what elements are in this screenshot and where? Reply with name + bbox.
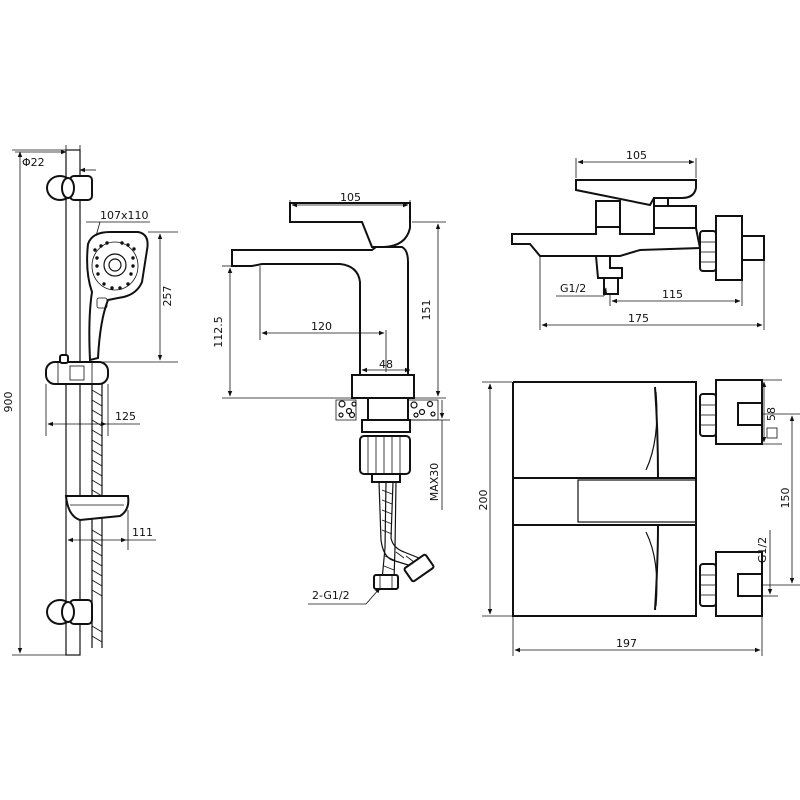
rail-tube — [65, 149, 81, 656]
centres-dimension: 150 — [762, 413, 800, 586]
basin-base — [351, 374, 415, 399]
basin-max-dimension: MAX30 — [410, 400, 450, 510]
holder-reach-label: 125 — [115, 410, 136, 423]
phi-label: Φ22 — [22, 156, 45, 169]
basin-max-label: MAX30 — [428, 463, 441, 502]
front-width-dimension: 197 — [512, 616, 763, 656]
bath-outlet-label: G1/2 — [560, 282, 586, 295]
bath-length-dimension: 175 — [539, 256, 765, 330]
bath-projection-label: 115 — [662, 288, 683, 301]
head-size-dimension: 107x110 — [86, 209, 150, 237]
soap-reach-label: 111 — [132, 526, 153, 539]
bath-top-label: 105 — [626, 149, 647, 162]
upper-front-connector — [699, 379, 763, 445]
basin-side-height-dimension: 112.5 — [212, 265, 352, 399]
soap-reach-dimension: 111 — [65, 510, 156, 550]
bath-projection-dimension: 115 — [609, 280, 743, 306]
front-inlet-dimension: G1/2 — [756, 530, 778, 597]
total-height-dimension: 900 — [2, 149, 66, 656]
bath-mixer-front-view: 58 150 G1/2 200 197 — [477, 379, 800, 656]
bottom-wall-bracket — [46, 599, 93, 625]
side-wall-connector — [699, 215, 765, 281]
bath-mixer-side-view: 105 G1/2 115 175 — [511, 149, 765, 330]
basin-total-height-label: 151 — [420, 300, 433, 321]
front-height-label: 200 — [477, 490, 490, 511]
basin-handle — [289, 202, 411, 248]
total-height-label: 900 — [2, 392, 15, 413]
flex-hoses — [373, 481, 435, 590]
soap-dish — [64, 495, 130, 522]
basin-spout-dimension: 120 — [259, 266, 387, 372]
basin-nut — [359, 435, 411, 483]
basin-base-dimension: 48 — [361, 358, 411, 373]
bath-outlet-leader: G1/2 — [556, 282, 607, 297]
basin-mixer: 105 112.5 151 120 48 — [212, 191, 450, 605]
basin-top-label: 105 — [340, 191, 361, 204]
basin-total-height-dimension: 151 — [412, 221, 446, 399]
head-height-dimension: 257 — [98, 231, 178, 363]
top-wall-bracket — [46, 175, 93, 201]
lower-front-connector — [699, 551, 763, 617]
basin-base-label: 48 — [379, 358, 393, 371]
basin-spout-label: 120 — [311, 320, 332, 333]
basin-side-height-label: 112.5 — [212, 316, 225, 348]
hand-shower — [86, 231, 149, 362]
shower-rail-set: Φ22 107x110 257 900 125 — [2, 145, 178, 656]
bath-lever — [575, 179, 697, 207]
basin-top-dimension: 105 — [289, 191, 411, 212]
bath-length-label: 175 — [628, 312, 649, 325]
head-size-label: 107x110 — [100, 209, 149, 222]
phi-dimension: Φ22 — [15, 145, 96, 175]
diverter-knob — [595, 200, 621, 228]
slider-holder — [45, 354, 109, 385]
front-inlet-label: G1/2 — [756, 537, 769, 563]
bath-top-dimension: 105 — [575, 149, 697, 178]
front-width-label: 197 — [616, 637, 637, 650]
front-height-dimension: 200 — [477, 381, 512, 617]
basin-inlet-label: 2-G1/2 — [312, 589, 350, 602]
holder-reach-dimension: 125 — [45, 384, 140, 436]
bath-body — [511, 226, 702, 257]
basin-inlet-leader: 2-G1/2 — [308, 587, 381, 605]
basin-body — [231, 246, 409, 376]
head-height-label: 257 — [161, 286, 174, 307]
flange-dimension: 58 — [761, 379, 782, 445]
centres-label: 150 — [779, 488, 792, 509]
